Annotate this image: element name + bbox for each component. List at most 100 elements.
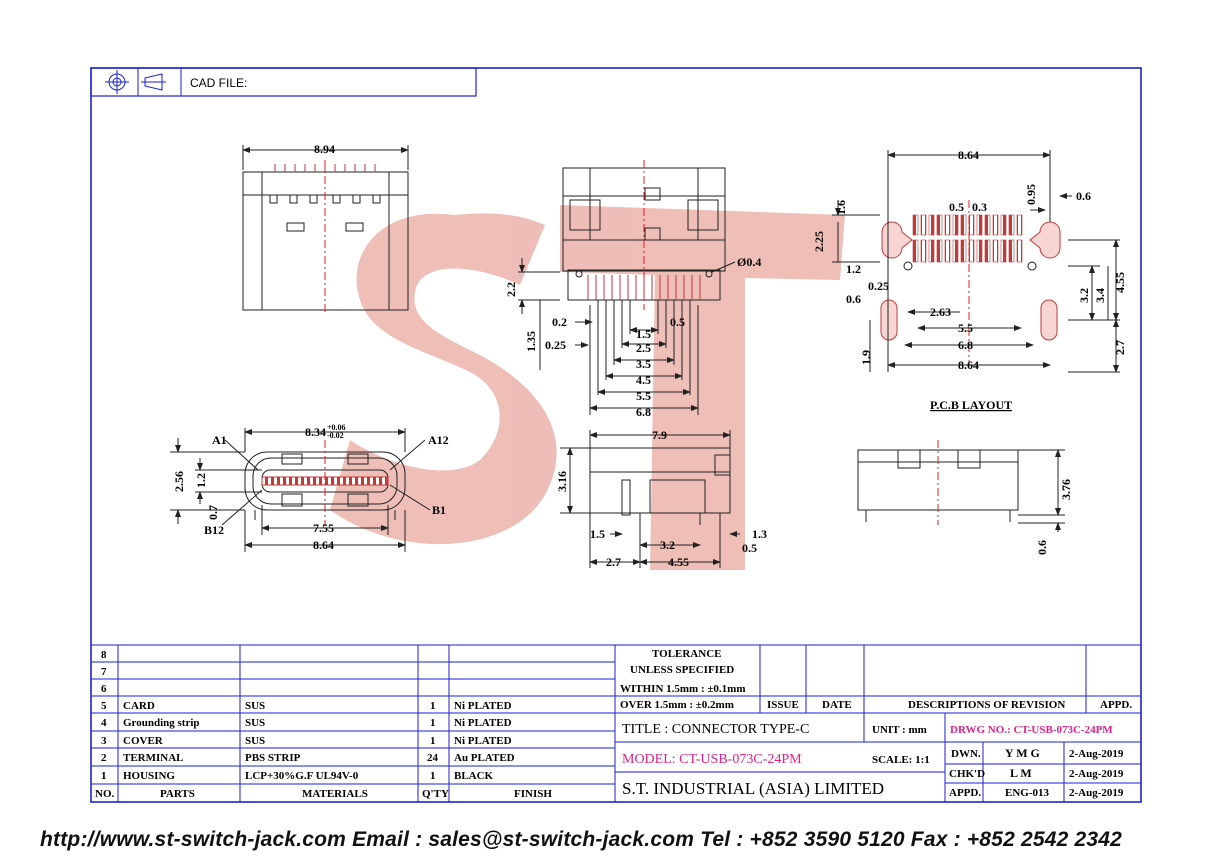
pcb-dim-0-5: 0.5: [949, 200, 964, 214]
pcb-layout-drawing: [832, 150, 1120, 373]
row-part: HOUSING: [123, 770, 175, 782]
watermark-logo: [330, 205, 845, 570]
end-dim-3-76: 3.76: [1059, 479, 1073, 500]
revision-issue-header: ISSUE: [767, 699, 799, 711]
tolerance-over: OVER 1.5mm : ±0.2mm: [620, 699, 734, 711]
dim-2-5: 2.5: [636, 341, 651, 355]
row-qty: 1: [430, 700, 436, 712]
projection-cone-icon: [141, 73, 166, 91]
side-view: [560, 430, 740, 568]
tolerance-title: TOLERANCE: [652, 648, 721, 660]
row-no: 6: [101, 683, 107, 695]
tolerance-subtitle: UNLESS SPECIFIED: [630, 664, 734, 676]
pcb-dim-3-2: 3.2: [1077, 288, 1091, 303]
pcb-dim-1-6: 1.6: [834, 200, 848, 215]
drawing-number: DRWG NO.: CT-USB-073C-24PM: [950, 724, 1113, 736]
revision-desc-header: DESCRIPTIONS OF REVISION: [908, 699, 1065, 711]
side-dim-1-3: 1.3: [752, 527, 767, 541]
pcb-dim-0-6-left: 0.6: [846, 292, 861, 306]
row-part: COVER: [123, 735, 164, 747]
side-top-view: [518, 160, 736, 415]
contact-footer: http://www.st-switch-jack.com Email : sa…: [40, 828, 1123, 851]
row-qty: 1: [430, 770, 436, 782]
front-dim-8-64: 8.64: [313, 538, 334, 552]
label-b12: B12: [204, 523, 224, 537]
sheet-border: [90, 67, 1142, 803]
row-finish: Au PLATED: [454, 752, 515, 764]
end-dim-0-6: 0.6: [1035, 540, 1049, 555]
label-b1: B1: [432, 503, 446, 517]
unit-text: UNIT : mm: [872, 724, 927, 736]
row-material: PBS STRIP: [245, 752, 301, 764]
dim-4-5: 4.5: [636, 373, 651, 387]
pcb-dim-8-64-bottom: 8.64: [958, 358, 979, 372]
front-dim-1-2: 1.2: [194, 473, 208, 488]
appd-by: ENG-013: [1005, 787, 1050, 799]
row-material: SUS: [245, 700, 265, 712]
appd-date: 2-Aug-2019: [1069, 787, 1124, 799]
pcb-dim-1-9: 1.9: [859, 350, 873, 365]
pcb-dim-0-95: 0.95: [1024, 184, 1038, 205]
crosshair-target-icon: [105, 70, 129, 94]
front-dim-7-55: 7.55: [313, 521, 334, 535]
model-text: MODEL: CT-USB-073C-24PM: [622, 752, 802, 767]
dim-0-5: 0.5: [670, 315, 685, 329]
company-name: S.T. INDUSTRIAL (ASIA) LIMITED: [622, 779, 884, 798]
pcb-dim-2-7: 2.7: [1113, 340, 1127, 355]
pad-row-bottom: [912, 239, 1023, 263]
side-dim-7-9: 7.9: [652, 428, 667, 442]
pad-row-top: [912, 214, 1023, 236]
pcb-dim-2-25: 2.25: [812, 231, 826, 252]
dim-6-8: 6.8: [636, 405, 651, 419]
row-finish: Ni PLATED: [454, 717, 512, 729]
row-qty: 1: [430, 717, 436, 729]
tolerance-within: WITHIN 1.5mm : ±0.1mm: [620, 683, 746, 695]
terminal-tips: [274, 164, 376, 172]
side-dim-3-16: 3.16: [555, 471, 569, 492]
row-no: 2: [101, 752, 107, 764]
row-finish: BLACK: [454, 770, 494, 782]
pcb-dim-6-8: 6.8: [958, 338, 973, 352]
header-parts: PARTS: [160, 788, 195, 800]
chk-date: 2-Aug-2019: [1069, 768, 1124, 780]
row-material: SUS: [245, 717, 265, 729]
dim-3-5: 3.5: [636, 357, 651, 371]
revision-date-header: DATE: [822, 699, 852, 711]
row-material: LCP+30%G.F UL94V-0: [245, 770, 359, 782]
pcb-layout-title: P.C.B LAYOUT: [930, 398, 1012, 412]
dim-0-2: 0.2: [552, 315, 567, 329]
front-tol-plus: +0.06: [327, 423, 346, 432]
end-view: [857, 440, 1065, 532]
dwn-by: Y M G: [1005, 746, 1040, 760]
dim-5-5: 5.5: [636, 389, 651, 403]
dwn-label: DWN.: [951, 748, 981, 760]
front-width-dim: 8.34: [305, 425, 326, 439]
row-part: CARD: [123, 700, 155, 712]
dwn-date: 2-Aug-2019: [1069, 748, 1124, 760]
row-no: 7: [101, 666, 107, 678]
row-no: 4: [101, 717, 107, 729]
row-no: 8: [101, 649, 107, 661]
parts-table: 8 7 6 5 CARD SUS 1 Ni PLATED 4 Grounding…: [95, 649, 552, 800]
front-tol-minus: -0.02: [327, 431, 344, 440]
revision-appd-header: APPD.: [1100, 699, 1132, 711]
pcb-dim-4-55: 4.55: [1113, 272, 1127, 293]
chk-label: CHK'D: [949, 768, 985, 780]
row-finish: Ni PLATED: [454, 700, 512, 712]
label-a12: A12: [428, 433, 449, 447]
side-dim-0-5: 0.5: [742, 541, 757, 555]
chk-by: L M: [1010, 766, 1032, 780]
top-view: [242, 145, 409, 315]
appd-label: APPD.: [949, 787, 981, 799]
pcb-dim-8-64-top: 8.64: [958, 148, 979, 162]
row-part: Grounding strip: [123, 717, 200, 729]
header-qty: Q'TY: [422, 788, 449, 800]
cad-file-label: CAD FILE:: [190, 76, 247, 90]
row-qty: 24: [427, 752, 439, 764]
pcb-dim-5-5: 5.5: [958, 321, 973, 335]
title-text: TITLE : CONNECTOR TYPE-C: [622, 722, 809, 737]
row-no: 1: [101, 770, 107, 782]
header-no: NO.: [95, 788, 115, 800]
parts-table-grid: [91, 644, 1141, 802]
row-no: 5: [101, 700, 107, 712]
